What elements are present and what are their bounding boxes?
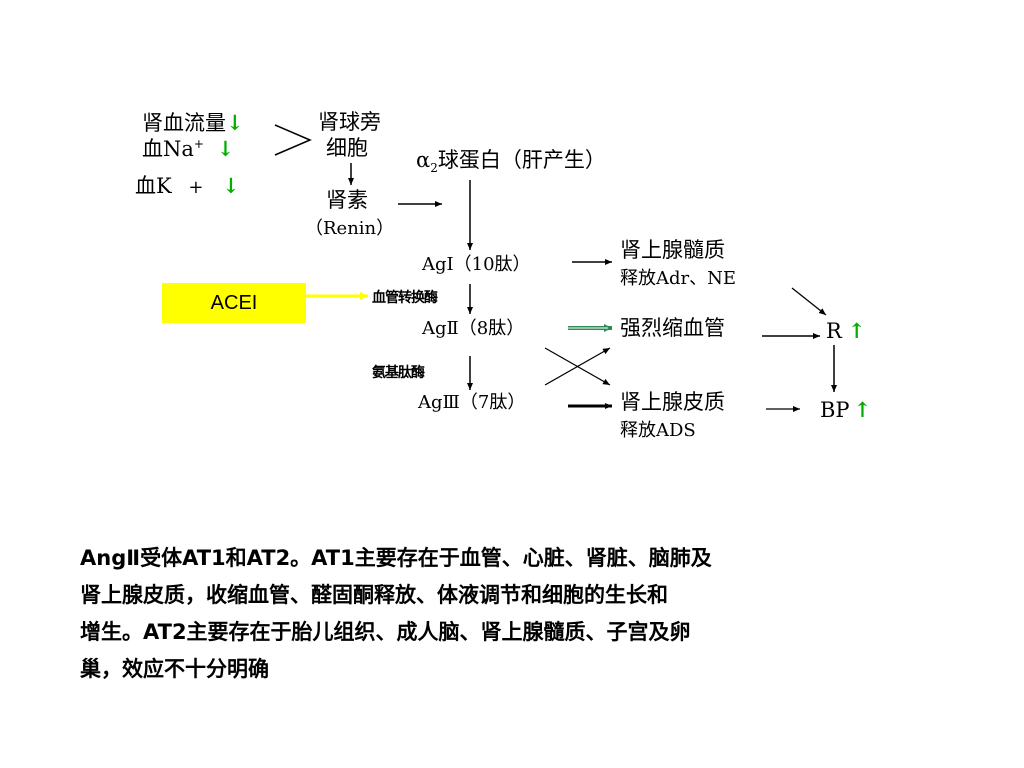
- jg-cells-line2: 细胞: [326, 136, 368, 160]
- note-line-1: AngⅡ受体AT1和AT2。AT1主要存在于血管、心脏、肾脏、脑肺及: [80, 546, 712, 570]
- vasoconstriction-label: 强烈缩血管: [620, 316, 725, 340]
- adrenal-medulla-line1: 肾上腺髓质: [620, 238, 725, 262]
- down-arrow-icon: ↓: [216, 136, 235, 161]
- adrenal-cortex-line1: 肾上腺皮质: [620, 390, 725, 414]
- down-arrow-icon: ↓: [226, 110, 244, 135]
- note-line-2: 肾上腺皮质，收缩血管、醛固酮释放、体液调节和细胞的生长和: [80, 583, 668, 607]
- jg-cells-line1: 肾球旁: [318, 110, 381, 134]
- arrow-medulla-to-r: [791, 287, 827, 316]
- cross-arrow-ag2-to-cortex: [544, 347, 611, 386]
- converting-enzyme-label: 血管转换酶: [372, 290, 438, 306]
- adrenal-cortex-line2: 释放ADS: [620, 420, 696, 441]
- blood-na-label: 血Na+ ↓: [142, 136, 235, 161]
- aminopeptidase-label: 氨基肽酶: [372, 365, 425, 381]
- up-arrow-icon: ↑: [847, 318, 866, 343]
- ag1-label: AgI（10肽）: [422, 254, 531, 275]
- up-arrow-icon: ↑: [853, 397, 872, 422]
- renal-blood-flow-label: 肾血流量↓: [142, 110, 244, 135]
- receptor-note: AngⅡ受体AT1和AT2。AT1主要存在于血管、心脏、肾脏、脑肺及 肾上腺皮质…: [80, 540, 910, 688]
- renin-label: 肾素: [326, 188, 368, 212]
- ag2-label: AgⅡ（8肽）: [422, 318, 525, 339]
- ag3-label: AgⅢ（7肽）: [418, 392, 526, 413]
- acei-box: ACEI: [162, 283, 306, 323]
- alpha2-globulin-label: α2球蛋白（肝产生）: [416, 148, 606, 176]
- converge-bracket: [274, 124, 312, 156]
- blood-k-label: 血K + ↓: [135, 173, 240, 198]
- blood-pressure-label: BP↑: [820, 397, 872, 422]
- adrenal-medulla-line2: 释放Adr、NE: [620, 268, 737, 289]
- renin-en-label: （Renin）: [305, 218, 395, 239]
- resistance-label: R↑: [826, 318, 866, 343]
- note-line-4: 巢，效应不十分明确: [80, 657, 269, 681]
- note-line-3: 增生。AT2主要存在于胎儿组织、成人脑、肾上腺髓质、子宫及卵: [80, 620, 691, 644]
- down-arrow-icon: ↓: [222, 173, 240, 198]
